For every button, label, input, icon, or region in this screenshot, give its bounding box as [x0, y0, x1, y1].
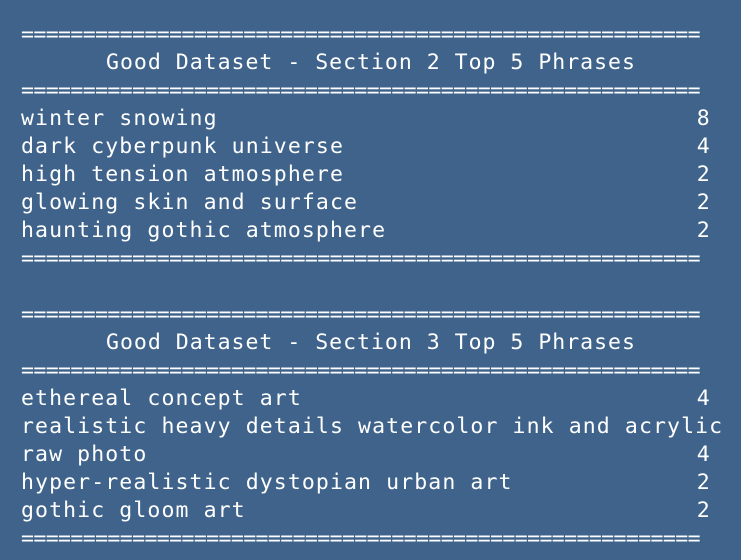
- phrase-count: 2: [696, 218, 710, 243]
- phrase-text: haunting gothic atmosphere: [21, 218, 387, 243]
- section-3-block: ========================================…: [21, 301, 721, 553]
- phrase-text: hyper-realistic dystopian urban art: [21, 470, 513, 495]
- phrase-count: 4: [696, 442, 710, 467]
- phrase-row: realistic heavy details watercolor ink a…: [21, 413, 721, 441]
- divider-bottom: ========================================…: [21, 246, 701, 271]
- phrase-count: 2: [696, 498, 710, 523]
- phrase-text: high tension atmosphere: [21, 162, 345, 187]
- phrase-row: glowing skin and surface 2: [21, 189, 721, 217]
- phrase-row: dark cyberpunk universe 4: [21, 133, 721, 161]
- phrase-count: 4: [696, 386, 710, 411]
- phrase-count: 2: [696, 470, 710, 495]
- divider-bottom: ========================================…: [21, 526, 701, 551]
- phrase-row: high tension atmosphere 2: [21, 161, 721, 189]
- divider-middle: ========================================…: [21, 78, 701, 103]
- phrase-text: glowing skin and surface: [21, 190, 359, 215]
- divider-middle: ========================================…: [21, 358, 701, 383]
- terminal-output: ========================================…: [21, 21, 721, 553]
- section-title: Good Dataset - Section 3 Top 5 Phrases: [106, 330, 636, 355]
- section-spacer: [21, 273, 721, 301]
- phrase-text: raw photo: [21, 442, 148, 467]
- phrase-row: hyper-realistic dystopian urban art 2: [21, 469, 721, 497]
- phrase-count: 4: [696, 134, 710, 159]
- section-2-block: ========================================…: [21, 21, 721, 273]
- phrase-row: gothic gloom art 2: [21, 497, 721, 525]
- phrase-row: raw photo 4: [21, 441, 721, 469]
- phrase-count: 2: [696, 190, 710, 215]
- phrase-row: haunting gothic atmosphere 2: [21, 217, 721, 245]
- section-title: Good Dataset - Section 2 Top 5 Phrases: [106, 50, 636, 75]
- phrase-text: realistic heavy details watercolor ink a…: [21, 414, 721, 439]
- divider-top: ========================================…: [21, 302, 701, 327]
- phrase-text: ethereal concept art: [21, 386, 302, 411]
- phrase-row: ethereal concept art 4: [21, 385, 721, 413]
- phrase-count: 2: [696, 162, 710, 187]
- divider-top: ========================================…: [21, 22, 701, 47]
- phrase-text: gothic gloom art: [21, 498, 246, 523]
- phrase-text: winter snowing: [21, 106, 218, 131]
- phrase-text: dark cyberpunk universe: [21, 134, 345, 159]
- phrase-row: winter snowing 8: [21, 105, 721, 133]
- phrase-count: 8: [696, 106, 710, 131]
